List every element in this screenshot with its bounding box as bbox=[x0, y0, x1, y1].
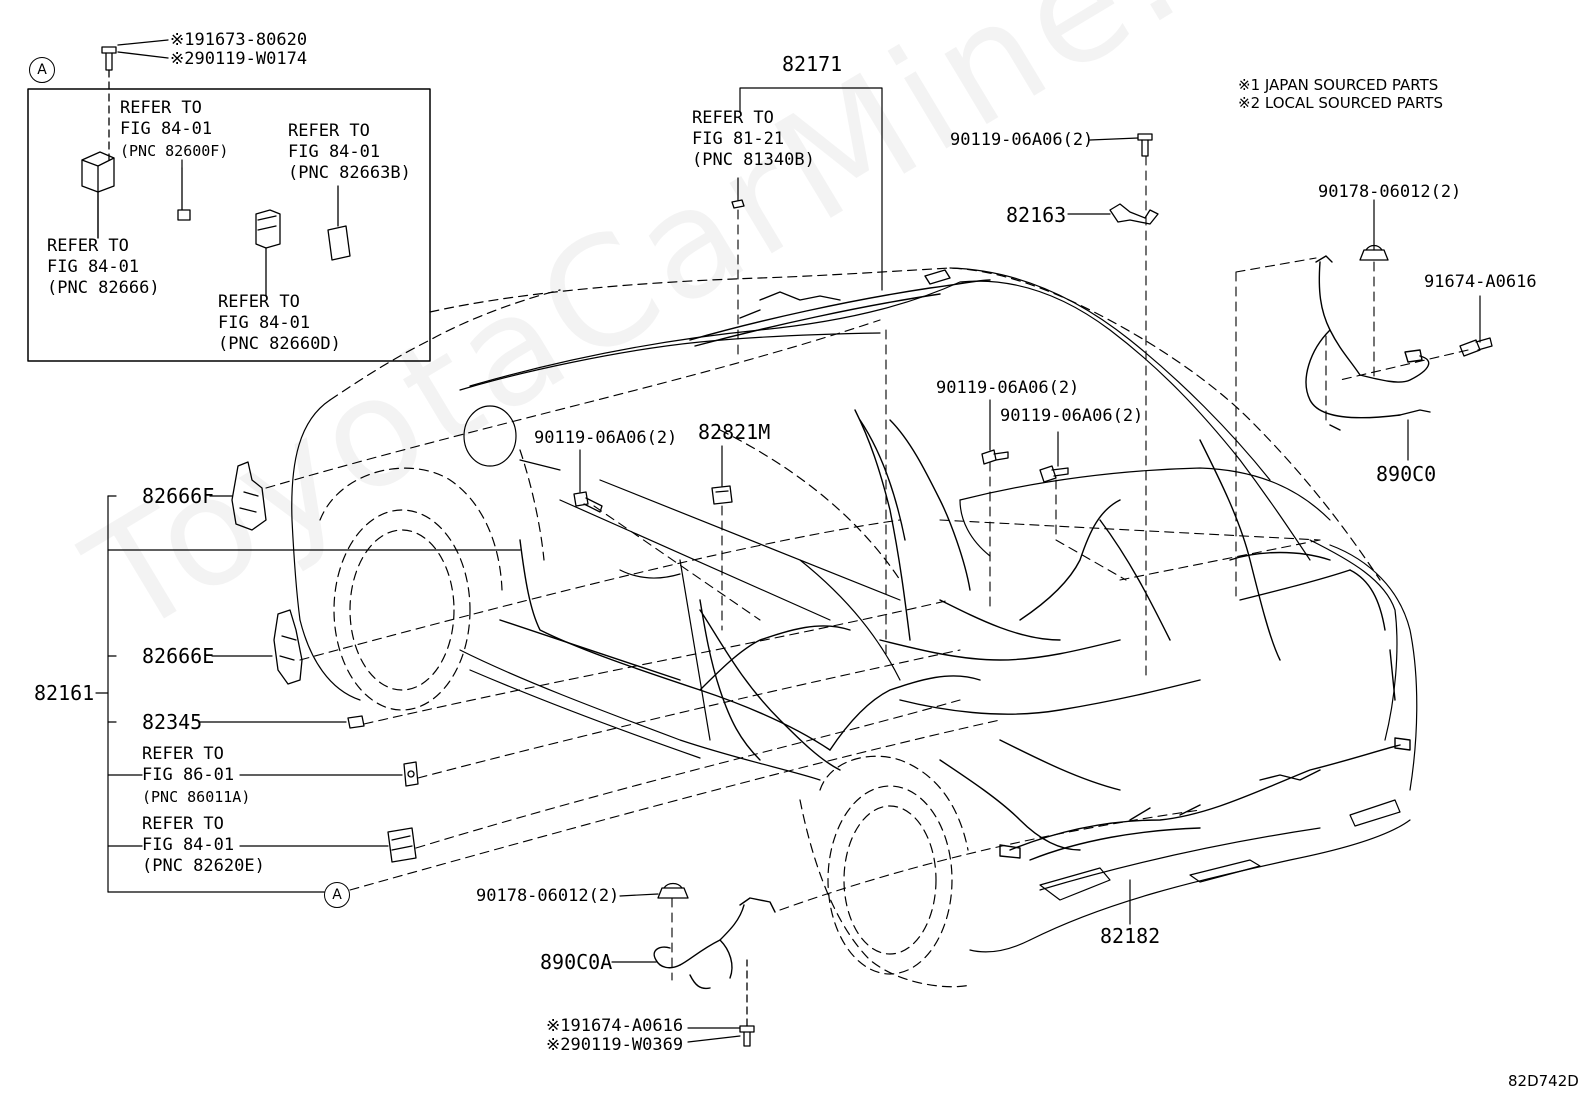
inset-module-82660d bbox=[255, 209, 281, 297]
inset-marker-a: A bbox=[29, 57, 55, 83]
label-82163: 82163 bbox=[1006, 203, 1067, 227]
bolt-top-left bbox=[101, 39, 169, 161]
ref-84-01-line2: FIG 84-01 bbox=[142, 835, 235, 855]
bolt-90119-top bbox=[1137, 133, 1153, 157]
bolt-91674 bbox=[1459, 337, 1493, 357]
part-82666e bbox=[273, 609, 303, 685]
part-86011a bbox=[403, 761, 419, 787]
inset-ref1-line3: (PNC 82600F) bbox=[120, 142, 229, 160]
label-bolt-90119-c: 90119-06A06(2) bbox=[1000, 406, 1144, 426]
label-bottom-bolt-2: ※290119-W0369 bbox=[546, 1035, 684, 1055]
wire-harness-roof-82171 bbox=[689, 269, 991, 347]
ref-86-01-line2: FIG 86-01 bbox=[142, 765, 235, 785]
label-82666e: 82666E bbox=[142, 644, 215, 668]
connector-82821m bbox=[711, 485, 733, 505]
label-bolt-90119-d: 90119-06A06(2) bbox=[534, 428, 678, 448]
bolt-90119-left bbox=[573, 491, 603, 513]
inset-ref4-line1: REFER TO bbox=[218, 292, 300, 312]
inset-ref3-line3: (PNC 82666) bbox=[47, 278, 160, 298]
wire-harness-floor-82161 bbox=[499, 439, 1396, 851]
part-82345 bbox=[347, 715, 365, 729]
label-82161: 82161 bbox=[34, 681, 95, 705]
wire-harness-890c0 bbox=[1305, 255, 1431, 431]
inset-module-82663b bbox=[327, 185, 351, 261]
inset-ref2-line3: (PNC 82663B) bbox=[288, 163, 411, 183]
label-82666f: 82666F bbox=[142, 484, 215, 508]
label-bolt-91674: 91674-A0616 bbox=[1424, 272, 1537, 292]
inset-ref1-line1: REFER TO bbox=[120, 98, 202, 118]
ref-81-21-line1: REFER TO bbox=[692, 108, 774, 128]
label-890c0: 890C0 bbox=[1376, 462, 1437, 486]
wire-harness-pillar-82821m bbox=[854, 409, 971, 641]
bolt-90119-mid2 bbox=[1039, 465, 1069, 483]
bolt-90119-mid1 bbox=[981, 449, 1009, 465]
figure-code: 82D742D bbox=[1508, 1072, 1579, 1090]
label-82182: 82182 bbox=[1100, 924, 1161, 948]
label-82171: 82171 bbox=[782, 52, 843, 76]
dashed-alignment-lines bbox=[265, 155, 1469, 981]
label-bolt-90119-a: 90119-06A06(2) bbox=[950, 130, 1094, 150]
part-82163 bbox=[1109, 203, 1159, 225]
inset-box bbox=[27, 88, 431, 362]
ref-86-01-line3: (PNC 86011A) bbox=[142, 788, 251, 806]
ref-84-01-line3: (PNC 82620E) bbox=[142, 856, 265, 876]
inset-ref3-line1: REFER TO bbox=[47, 236, 129, 256]
bolt-bottom bbox=[739, 959, 755, 1047]
inset-ref4-line2: FIG 84-01 bbox=[218, 313, 311, 333]
label-top-bolt-2: ※290119-W0174 bbox=[170, 49, 308, 69]
label-82345: 82345 bbox=[142, 710, 203, 734]
ref-81-21-line2: FIG 81-21 bbox=[692, 129, 785, 149]
label-nut-90178-a: 90178-06012(2) bbox=[1318, 182, 1462, 202]
ref-86-01-line1: REFER TO bbox=[142, 744, 224, 764]
inset-ref2-line1: REFER TO bbox=[288, 121, 370, 141]
leader-lines bbox=[95, 87, 1481, 1043]
wire-harness-rear-82182 bbox=[999, 737, 1411, 861]
diagram-marker-a: A bbox=[324, 882, 350, 908]
note-local-sourced: ※2 LOCAL SOURCED PARTS bbox=[1238, 94, 1443, 112]
label-890c0a: 890C0A bbox=[540, 950, 613, 974]
label-top-bolt-1: ※191673-80620 bbox=[170, 30, 308, 50]
inset-ref2-line2: FIG 84-01 bbox=[288, 142, 381, 162]
label-bolt-90119-b: 90119-06A06(2) bbox=[936, 378, 1080, 398]
car-body bbox=[291, 267, 1418, 988]
inset-ref1-line2: FIG 84-01 bbox=[120, 119, 213, 139]
part-81340b bbox=[731, 199, 745, 209]
ref-81-21-line3: (PNC 81340B) bbox=[692, 150, 815, 170]
part-82620e bbox=[387, 827, 417, 863]
note-japan-sourced: ※1 JAPAN SOURCED PARTS bbox=[1238, 76, 1439, 94]
inset-ref3-line2: FIG 84-01 bbox=[47, 257, 140, 277]
wire-harness-890c0a bbox=[653, 897, 776, 990]
nut-90178-bottom bbox=[657, 882, 689, 899]
part-82666f bbox=[231, 461, 267, 531]
label-nut-90178-b: 90178-06012(2) bbox=[476, 886, 620, 906]
inset-sensor-82600f bbox=[177, 167, 191, 221]
label-bottom-bolt-1: ※191674-A0616 bbox=[546, 1016, 684, 1036]
ref-84-01-line1: REFER TO bbox=[142, 814, 224, 834]
inset-ref4-line3: (PNC 82660D) bbox=[218, 334, 341, 354]
label-82821m: 82821M bbox=[698, 420, 771, 444]
